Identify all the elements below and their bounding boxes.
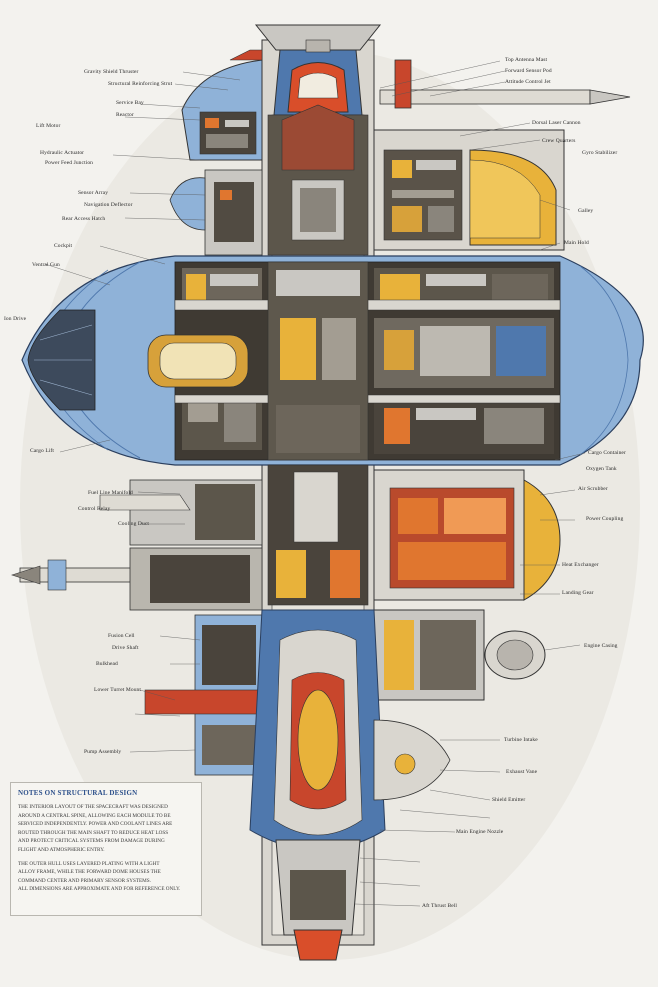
callout-label: Power Feed Junction [45, 160, 94, 166]
callout-label: Turbine Intake [504, 737, 538, 743]
callout-label: Drive Shaft [112, 645, 139, 651]
notes-line: ALLOY FRAME, WHILE THE FORWARD DOME HOUS… [18, 869, 161, 876]
callout-label: Galley [578, 208, 594, 214]
callout-label: Forward Sensor Pod [505, 68, 552, 74]
callout-label: Hydraulic Actuator [40, 150, 85, 156]
bottom-nozzle [275, 839, 361, 961]
callout-label: Rear Access Hatch [62, 216, 106, 222]
callout-label: Aft Thrust Bell [422, 903, 458, 909]
cargo-block [373, 469, 561, 701]
callout-label: Navigation Deflector [84, 202, 133, 208]
upper-left-arm [169, 169, 263, 256]
callout-label: Attitude Control Jet [505, 79, 551, 85]
callout-label: Oxygen Tank [586, 466, 617, 472]
lower-left-assembly [144, 614, 263, 776]
notes-title: NOTES ON STRUCTURAL DESIGN [18, 789, 138, 797]
callout-label: Gyro Stabilizer [582, 150, 618, 156]
callout-label: Fusion Cell [108, 633, 135, 639]
callout-label: Cargo Lift [30, 448, 54, 454]
callout-label: Ventral Gun [32, 262, 60, 268]
callout-label: Shield Emitter [492, 797, 526, 803]
notes-line: FLIGHT AND ATMOSPHERIC ENTRY. [18, 846, 105, 853]
callout-label: Lift Motor [36, 123, 61, 129]
mid-left-assembly [11, 479, 263, 611]
callout-label: Fuel Line Manifold [88, 490, 133, 496]
notes-box: NOTES ON STRUCTURAL DESIGN THE INTERIOR … [10, 782, 202, 916]
callout-label: Bulkhead [96, 661, 118, 667]
callout-label: Engine Casing [584, 643, 618, 649]
notes-line: THE OUTER HULL USES LAYERED PLATING WITH… [18, 860, 160, 867]
top-nose [254, 24, 382, 116]
notes-line: ROUTED THROUGH THE MAIN SHAFT TO REDUCE … [18, 829, 169, 836]
callout-label: Service Bay [116, 100, 144, 106]
callout-label: Reactor [116, 112, 134, 118]
callout-label: Cockpit [54, 243, 73, 249]
callout-label: Structural Reinforcing Strut [108, 81, 173, 87]
notes-line: THE INTERIOR LAYOUT OF THE SPACECRAFT WA… [18, 804, 168, 810]
callout-label: Cooling Duct [118, 521, 149, 527]
callout-label: Cargo Container [588, 450, 626, 456]
callout-label: Lower Turret Mount [94, 687, 142, 693]
notes-line: AND PROTECT CRITICAL SYSTEMS FROM DAMAGE… [18, 838, 165, 845]
callout-label: Main Engine Nozzle [456, 829, 504, 835]
callout-label: Landing Gear [562, 590, 594, 596]
callout-label: Power Coupling [586, 516, 624, 522]
callout-label: Main Hold [564, 240, 589, 246]
spine-interior [267, 104, 369, 606]
callout-leaders [44, 60, 586, 907]
notes-line: SERVICED INDEPENDENTLY. POWER AND COOLAN… [18, 821, 173, 828]
callout-label: Control Relay [78, 506, 111, 512]
upper-left-pod [181, 49, 263, 161]
callout-label: Sensor Array [78, 190, 109, 196]
callout-label: Top Antenna Mast [505, 57, 548, 63]
callout-label: Pump Assembly [84, 749, 122, 755]
callout-label: Heat Exchanger [562, 562, 599, 568]
callout-label: Crew Quarters [542, 138, 576, 144]
callout-label: Exhaust Vane [506, 769, 538, 775]
notes-line: AROUND A CENTRAL SPINE, ALLOWING EACH MO… [18, 812, 171, 819]
notes-line: ALL DIMENSIONS ARE APPROXIMATE AND FOR R… [18, 886, 181, 893]
dorsal-cannon [379, 59, 631, 109]
callout-label: Gravity Shield Thruster [84, 69, 139, 75]
callout-label: Ion Drive [4, 316, 27, 322]
notes-line: COMMAND CENTER AND PRIMARY SENSOR SYSTEM… [18, 877, 151, 884]
upper-right-module [373, 129, 565, 251]
callout-label: Dorsal Laser Cannon [532, 120, 581, 126]
callout-label: Air Scrubber [578, 486, 608, 492]
